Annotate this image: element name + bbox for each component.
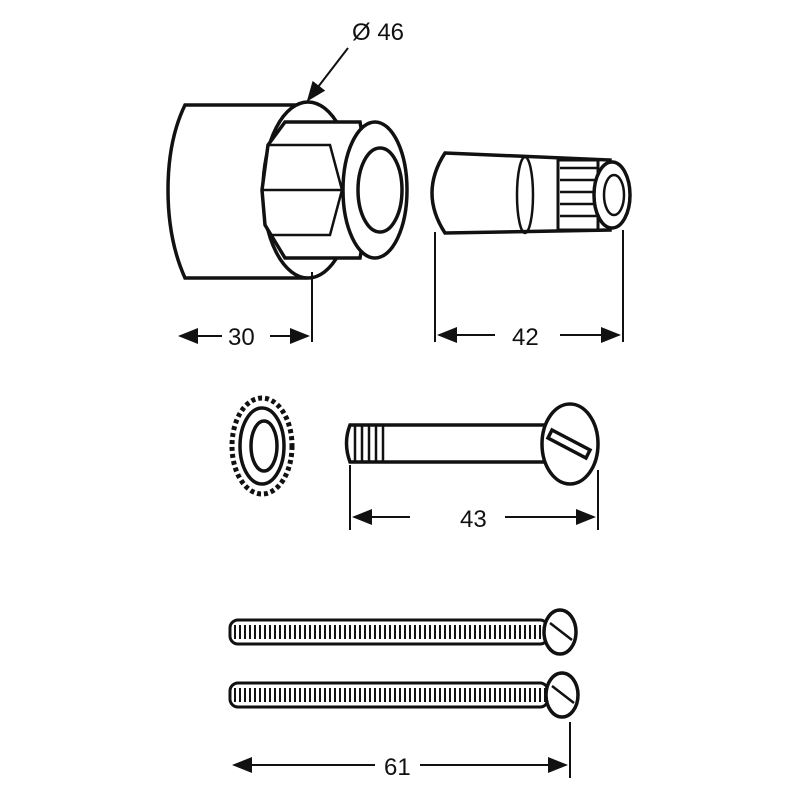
cover-cap	[166, 100, 409, 280]
lock-washer	[229, 395, 295, 497]
diameter-leader	[306, 47, 349, 102]
diameter-label: Ø 46	[352, 19, 404, 46]
length-43-label: 43	[460, 506, 487, 533]
width-30-label: 30	[228, 324, 255, 351]
long-screw-2	[228, 671, 580, 719]
slotted-screw	[344, 402, 600, 486]
length-61-label: 61	[384, 754, 411, 781]
long-screw-1	[228, 608, 578, 656]
length-42-label: 42	[512, 324, 539, 351]
spindle-extension	[430, 151, 632, 235]
